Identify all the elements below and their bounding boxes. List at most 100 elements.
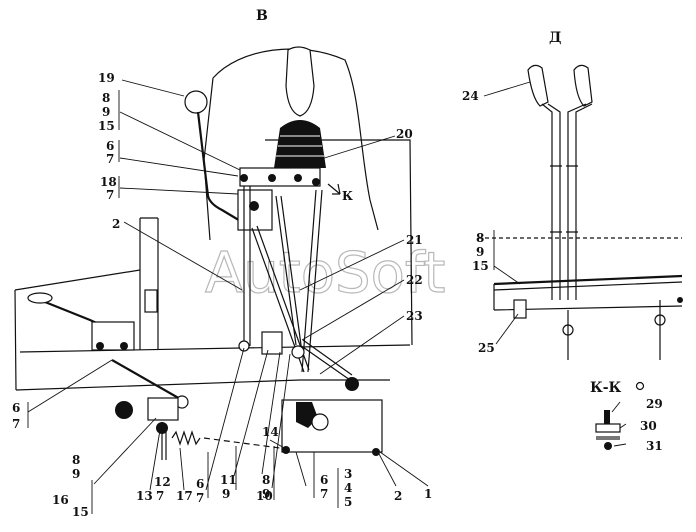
pedal-pad bbox=[27, 292, 53, 304]
label-7-b: 7 bbox=[106, 188, 114, 202]
label-brackets bbox=[27, 90, 495, 514]
d-lever-left-rod bbox=[541, 103, 561, 300]
view-title-d: Д bbox=[549, 30, 561, 46]
label-23: 23 bbox=[406, 309, 423, 323]
label-15-a: 15 bbox=[98, 119, 115, 133]
cab-outline bbox=[212, 48, 379, 231]
pedal-bolt-1 bbox=[96, 342, 104, 350]
crank-pin bbox=[156, 422, 168, 434]
label-1: 1 bbox=[424, 487, 432, 501]
d-rod-thread-1 bbox=[562, 324, 574, 336]
label-8-c: 8 bbox=[72, 453, 80, 467]
label-9-b: 9 bbox=[476, 245, 484, 259]
label-12: 12 bbox=[154, 475, 171, 489]
label-31: 31 bbox=[646, 439, 663, 453]
pedal-bolt-2 bbox=[120, 342, 128, 350]
spring-cable bbox=[203, 437, 281, 449]
d-left-bracket bbox=[513, 299, 527, 319]
label-4: 4 bbox=[344, 481, 352, 495]
lever-19-rod bbox=[196, 111, 243, 223]
label-15-c: 15 bbox=[72, 505, 89, 519]
label-7-c: 7 bbox=[12, 417, 20, 431]
label-25: 25 bbox=[478, 341, 495, 355]
post-collar bbox=[144, 289, 158, 313]
block-bolt-3 bbox=[294, 174, 302, 182]
housing-roller bbox=[311, 413, 329, 431]
d-right-stop bbox=[677, 297, 683, 303]
label-2-a: 2 bbox=[112, 217, 120, 231]
lever-19-knob bbox=[184, 90, 208, 114]
d-rod-thread-2 bbox=[654, 314, 666, 326]
label-9-c: 9 bbox=[72, 467, 80, 481]
lower-link bbox=[299, 339, 353, 381]
label-13: 13 bbox=[136, 489, 153, 503]
label-6-b: 6 bbox=[12, 401, 20, 415]
gear-lever-knob bbox=[285, 46, 315, 117]
label-30: 30 bbox=[640, 419, 657, 433]
label-6-d: 6 bbox=[320, 473, 328, 487]
label-17: 17 bbox=[176, 489, 193, 503]
view-title-section: К-К bbox=[590, 380, 622, 396]
label-29: 29 bbox=[646, 397, 663, 411]
block-bolt-2 bbox=[268, 174, 276, 182]
label-16: 16 bbox=[52, 493, 69, 507]
label-8-b: 8 bbox=[476, 231, 484, 245]
section-mark-k: К bbox=[342, 189, 353, 203]
section-marker-circle bbox=[635, 381, 645, 391]
view-title-b: В bbox=[256, 8, 268, 24]
label-8-d: 8 bbox=[262, 473, 270, 487]
label-22: 22 bbox=[406, 273, 423, 287]
label-7-e: 7 bbox=[196, 491, 204, 505]
label-9-e: 9 bbox=[262, 487, 270, 501]
d-rod-grips bbox=[550, 165, 578, 233]
label-20: 20 bbox=[396, 127, 413, 141]
label-5: 5 bbox=[344, 495, 352, 509]
left-vertical-rod bbox=[243, 186, 251, 346]
pedal-link-rod bbox=[111, 359, 183, 401]
label-8-a: 8 bbox=[102, 91, 110, 105]
kk-plate bbox=[596, 436, 620, 440]
floor-left-edge bbox=[14, 269, 141, 391]
crank-housing bbox=[147, 397, 179, 421]
block-bolt-4 bbox=[312, 178, 320, 186]
label-3: 3 bbox=[344, 467, 352, 481]
d-crossbar-top bbox=[493, 274, 683, 286]
d-lower-rods bbox=[567, 300, 661, 360]
section-arrow bbox=[327, 183, 341, 195]
block-bolt-1 bbox=[240, 174, 248, 182]
label-6-c: 6 bbox=[196, 477, 204, 491]
boot-ribs bbox=[276, 135, 324, 157]
bracket-pivot bbox=[249, 201, 259, 211]
label-9-a: 9 bbox=[102, 105, 110, 119]
lower-pivot-block bbox=[261, 331, 283, 355]
floor-panel-bottom bbox=[15, 379, 390, 391]
label-6-a: 6 bbox=[106, 139, 114, 153]
label-10: 10 bbox=[256, 489, 273, 503]
control-block bbox=[239, 167, 321, 187]
crank-shaft bbox=[161, 432, 167, 460]
rod-joint-right bbox=[345, 377, 359, 391]
kk-bolt bbox=[604, 410, 610, 432]
support-post bbox=[139, 217, 159, 350]
kk-nut bbox=[604, 442, 612, 450]
label-15-b: 15 bbox=[472, 259, 489, 273]
label-2-b: 2 bbox=[394, 489, 402, 503]
label-24: 24 bbox=[462, 89, 479, 103]
label-14: 14 bbox=[262, 425, 279, 439]
rod-joint-center bbox=[291, 345, 305, 359]
housing-foot-right bbox=[372, 448, 380, 456]
kk-washer bbox=[595, 423, 621, 433]
label-11: 11 bbox=[220, 473, 237, 487]
crank-hub bbox=[115, 401, 133, 419]
label-7-d: 7 bbox=[156, 489, 164, 503]
d-lever-right-knob bbox=[573, 64, 593, 107]
label-9-d: 9 bbox=[222, 487, 230, 501]
d-lever-left-knob bbox=[527, 64, 549, 107]
label-7-a: 7 bbox=[106, 152, 114, 166]
floor-panel-top bbox=[19, 344, 411, 353]
rod-joint-left bbox=[238, 340, 250, 352]
return-spring bbox=[171, 430, 201, 446]
label-19: 19 bbox=[98, 71, 115, 85]
